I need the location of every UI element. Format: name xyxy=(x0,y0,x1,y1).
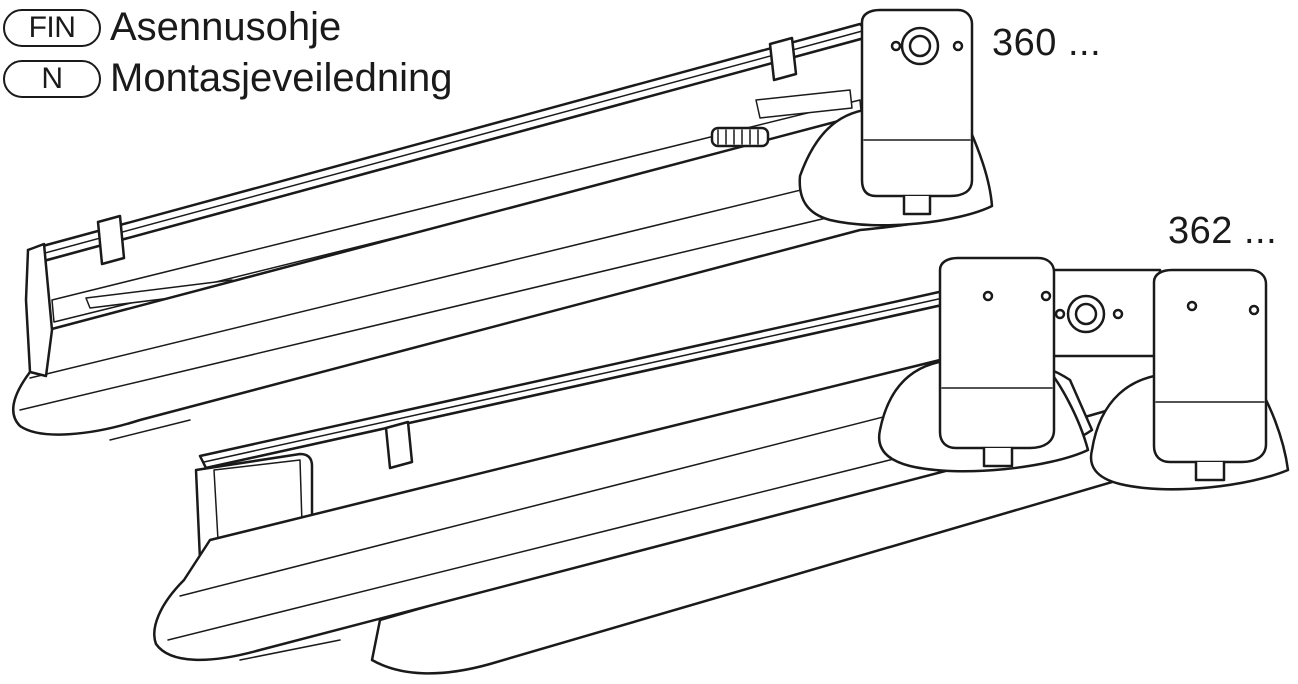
language-title: Asennusohje xyxy=(110,5,342,49)
language-code: FIN xyxy=(28,10,76,44)
model-label-360: 360 ... xyxy=(992,22,1102,64)
model-label-362: 362 ... xyxy=(1168,210,1278,252)
badge-outline-icon xyxy=(3,8,101,47)
language-code: N xyxy=(41,61,63,95)
badge-outline-icon xyxy=(3,59,101,98)
language-badge-fin: FIN xyxy=(0,7,104,49)
luminaire-360-drawing xyxy=(12,8,994,441)
luminaire-362-drawing xyxy=(153,256,1290,675)
language-row-fin: FIN Asennusohje xyxy=(0,5,341,50)
language-title: Montasjeveiledning xyxy=(110,56,453,100)
language-row-n: N Montasjeveiledning xyxy=(0,56,452,101)
language-badge-n: N xyxy=(0,58,104,100)
